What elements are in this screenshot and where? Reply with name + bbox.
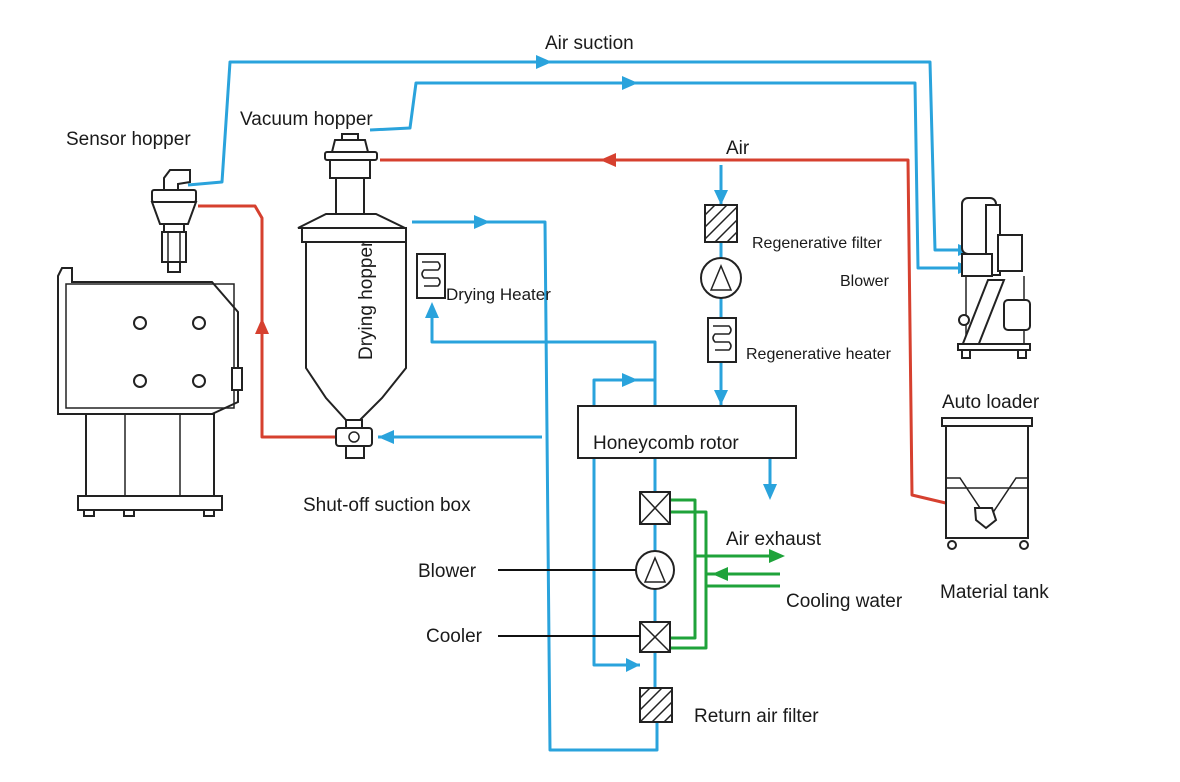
label-air-exhaust: Air exhaust (726, 529, 822, 550)
lower-valve (639, 491, 671, 525)
process-air-lines (378, 165, 777, 752)
label-shut-off-suction-box: Shut-off suction box (303, 495, 471, 516)
material-tank (941, 417, 1033, 550)
sensor-hopper (150, 169, 198, 273)
regenerative-filter (704, 204, 738, 243)
drying-hopper (297, 213, 407, 459)
cooling-water-lines (668, 498, 785, 650)
label-drying-heater: Drying Heater (446, 285, 551, 304)
label-honeycomb-rotor: Honeycomb rotor (593, 433, 739, 454)
label-sensor-hopper: Sensor hopper (66, 129, 191, 150)
label-cooling-water: Cooling water (786, 591, 903, 612)
label-air: Air (726, 138, 750, 159)
label-blower-top: Blower (840, 273, 890, 290)
label-drying-hopper: Drying hopper (356, 240, 377, 360)
return-air-filter (639, 687, 673, 723)
label-regenerative-filter: Regenerative filter (752, 235, 883, 252)
process-blower (635, 550, 675, 590)
molding-machine (57, 267, 243, 517)
label-vacuum-hopper: Vacuum hopper (240, 109, 373, 130)
regeneration-blower (700, 257, 742, 299)
auto-loader-unit (957, 197, 1031, 359)
label-material-tank: Material tank (940, 582, 1049, 603)
label-air-suction: Air suction (545, 33, 634, 54)
regenerative-heater (707, 317, 737, 363)
label-blower: Blower (418, 561, 477, 582)
honeycomb-rotor (577, 405, 797, 459)
label-return-air-filter: Return air filter (694, 706, 819, 727)
cooler (639, 621, 671, 653)
label-regenerative-heater: Regenerative heater (746, 346, 892, 363)
vacuum-hopper (324, 133, 378, 215)
drying-heater (416, 253, 446, 299)
label-auto-loader: Auto loader (942, 392, 1040, 413)
label-cooler: Cooler (426, 626, 483, 647)
material-conveying-lines (198, 153, 976, 512)
